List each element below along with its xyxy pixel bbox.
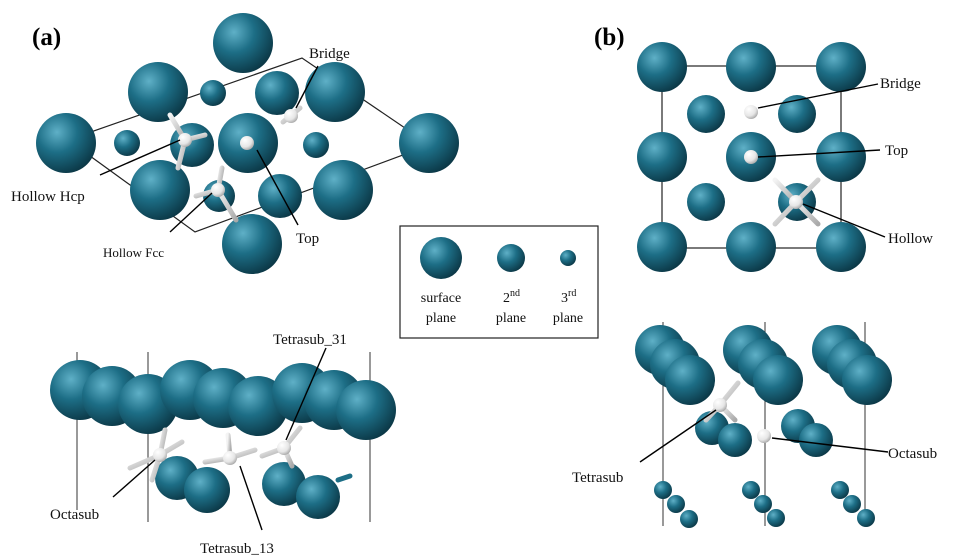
h-atom-bridge-a [284, 109, 298, 123]
legend-third-line1: 3rd [561, 288, 576, 306]
label-tetrasub-31: Tetrasub_31 [273, 332, 347, 348]
h-atom-top-a [240, 136, 254, 150]
surface-layer-atoms-b [635, 325, 892, 405]
label-top-b: Top [885, 143, 908, 159]
legend-surface-atom [420, 237, 462, 279]
hydrogen-sites-a [167, 105, 303, 223]
h-atom-octasub-a [153, 448, 167, 462]
h-atom-octasub-b [757, 429, 771, 443]
label-hollow-fcc: Hollow Fcc [103, 245, 164, 260]
h-atom-fcc [211, 183, 225, 197]
label-hollow-b: Hollow [888, 231, 933, 247]
legend-surface-line2: plane [426, 311, 456, 326]
panel-a-side-view: Tetrasub_31 Octasub Tetrasub_13 [50, 332, 396, 557]
label-hollow-hcp: Hollow Hcp [11, 189, 85, 205]
bottom-layer-atoms-b [654, 481, 875, 528]
label-octasub-b: Octasub [888, 446, 937, 462]
third-plane-atoms-a [114, 80, 329, 158]
h-atom-top-b [744, 150, 758, 164]
hydrogen-sites-a-side [127, 425, 353, 483]
panel-b-side-view: Tetrasub Octasub [572, 322, 937, 528]
panel-label-b: (b) [594, 24, 625, 51]
h-atom-hcp [178, 133, 192, 147]
surface-row-atoms-a [50, 360, 396, 440]
h-atom-hollow-b [789, 195, 803, 209]
hydrogen-sites-b [744, 100, 821, 227]
panel-label-a: (a) [32, 24, 61, 51]
callouts-a-top [99, 65, 319, 233]
legend-second-line1: 2nd [503, 288, 520, 306]
label-top-a: Top [296, 231, 319, 247]
h-atom-tetrasub13 [223, 451, 237, 465]
legend-surface-line1: surface [421, 291, 461, 306]
legend-third-atom [560, 250, 576, 266]
label-bridge-a: Bridge [309, 46, 350, 62]
label-octasub-a: Octasub [50, 507, 99, 523]
h-atom-tetrasub31 [277, 441, 291, 455]
subsurface-atoms-a [155, 456, 340, 519]
legend-second-atom [497, 244, 525, 272]
panel-a-top-view: Bridge Hollow Hcp Hollow Fcc Top [11, 13, 459, 274]
label-tetrasub-13: Tetrasub_13 [200, 541, 274, 557]
legend-third-line2: plane [553, 311, 583, 326]
label-bridge-b: Bridge [880, 76, 921, 92]
legend-second-line2: plane [496, 311, 526, 326]
surface-atoms-b [637, 42, 866, 272]
surface-atoms-a [36, 13, 459, 274]
h-atom-tetrasub-b [713, 398, 727, 412]
panel-b-top-view: Bridge Top Hollow [637, 42, 933, 272]
legend: surface plane 2nd plane 3rd plane [399, 225, 599, 339]
h-atom-bridge-b [744, 105, 758, 119]
label-tetrasub-b: Tetrasub [572, 470, 623, 486]
